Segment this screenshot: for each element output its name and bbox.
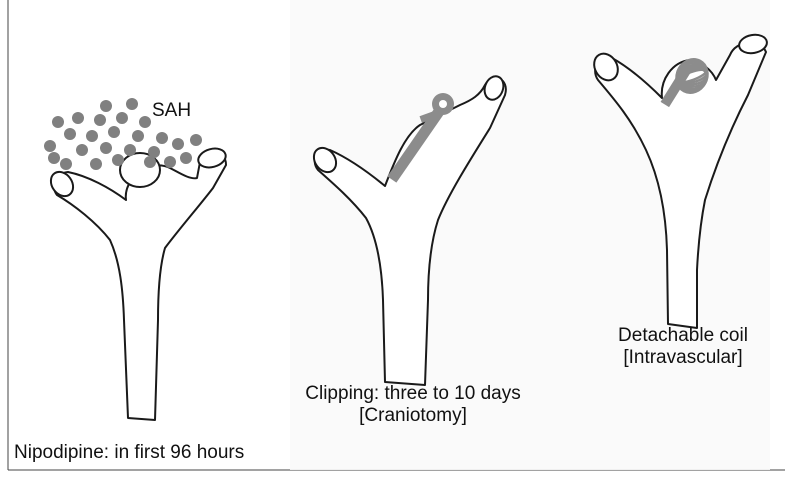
coil-caption: Detachable coil	[583, 325, 783, 347]
blood-dot	[124, 144, 136, 156]
blood-dot	[90, 158, 102, 170]
blood-dot	[108, 126, 120, 138]
blood-dot	[64, 128, 76, 140]
blood-dot	[60, 158, 72, 170]
blood-dot	[116, 112, 128, 124]
sah-label: SAH	[152, 100, 191, 121]
intravascular-caption: [Intravascular]	[583, 347, 783, 369]
vessel-sah	[46, 146, 228, 420]
blood-dot	[94, 114, 106, 126]
blood-dot	[164, 156, 176, 168]
blood-dot	[44, 140, 56, 152]
blood-dot	[86, 130, 98, 142]
clipping-caption: Clipping: three to 10 days	[268, 383, 558, 405]
nimodipine-caption: Nipodipine: in first 96 hours	[14, 442, 244, 464]
blood-dot	[76, 144, 88, 156]
blood-dot	[156, 132, 168, 144]
blood-dot	[144, 156, 156, 168]
blood-dot	[126, 98, 138, 110]
blood-dot	[52, 116, 64, 128]
blood-dot	[139, 116, 151, 128]
blood-dot	[100, 100, 112, 112]
blood-dot	[48, 152, 60, 164]
blood-dot	[132, 130, 144, 142]
blood-dot	[180, 152, 192, 164]
blood-dot	[172, 138, 184, 150]
blood-dot	[190, 134, 202, 146]
craniotomy-caption: [Craniotomy]	[268, 405, 558, 427]
blood-dot	[112, 154, 124, 166]
blood-dot	[72, 112, 84, 124]
blood-dot	[100, 142, 112, 154]
